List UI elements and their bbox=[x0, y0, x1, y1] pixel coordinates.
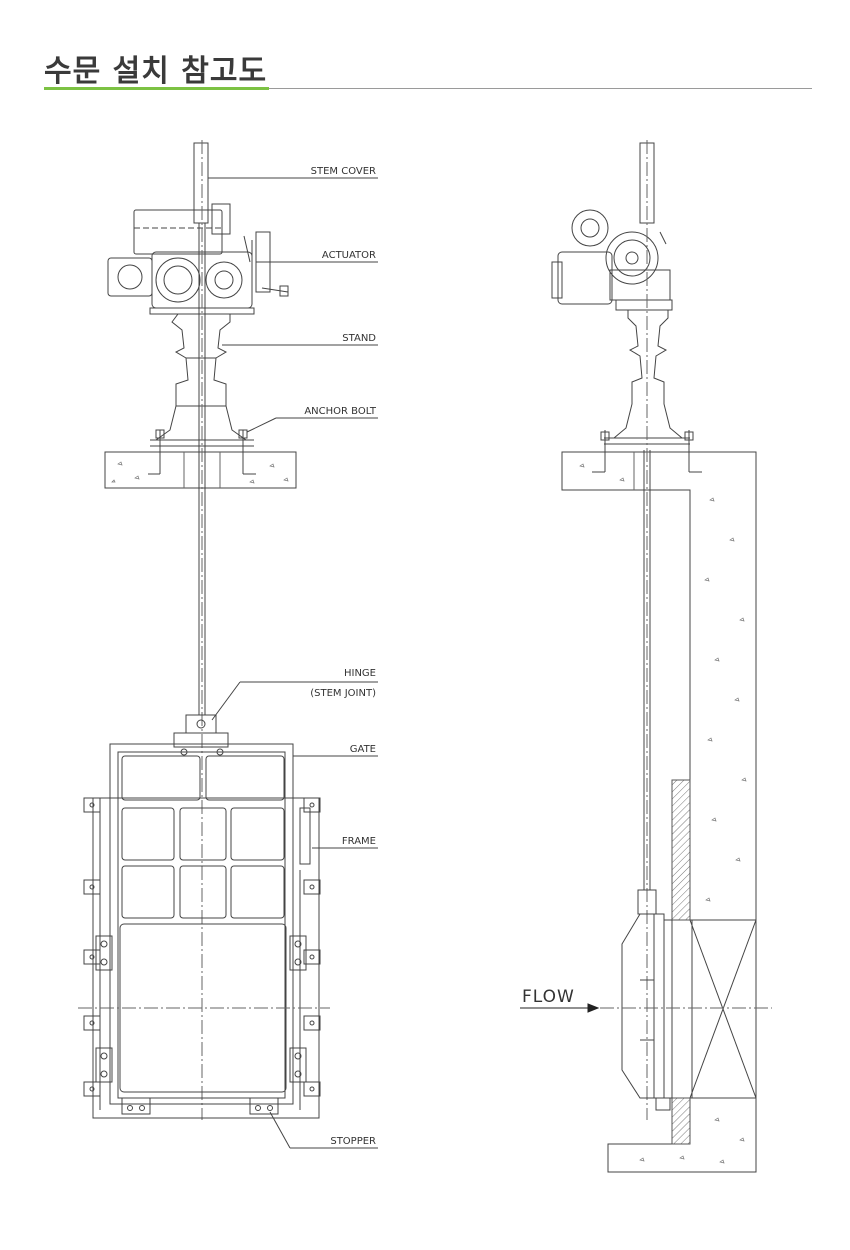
actuator-front bbox=[107, 203, 289, 315]
stem-rod-front bbox=[198, 140, 206, 1120]
concrete-wall-side bbox=[561, 451, 757, 1173]
label-stem-joint: (STEM JOINT) bbox=[310, 688, 376, 699]
seat-hatch-upper bbox=[671, 779, 691, 921]
stem-cover-pipe bbox=[193, 142, 209, 224]
flow-arrow bbox=[520, 1003, 600, 1013]
title-rule bbox=[44, 88, 812, 89]
page-title: 수문 설치 참고도 bbox=[44, 54, 268, 89]
stand-front bbox=[150, 313, 254, 447]
anchor-bolts-side bbox=[592, 430, 702, 473]
label-frame: FRAME bbox=[342, 836, 376, 847]
label-flow: FLOW bbox=[522, 987, 575, 1007]
front-view bbox=[78, 140, 330, 1120]
label-gate: GATE bbox=[350, 744, 376, 755]
side-view bbox=[520, 140, 772, 1173]
seat-hatch-lower bbox=[671, 1097, 691, 1145]
gate-side-profile bbox=[621, 889, 673, 1111]
label-hinge: HINGE bbox=[344, 668, 376, 679]
label-actuator: ACTUATOR bbox=[322, 250, 376, 261]
actuator-side bbox=[551, 209, 673, 311]
label-stopper: STOPPER bbox=[330, 1136, 376, 1147]
label-stand: STAND bbox=[342, 333, 376, 344]
title-accent-bar bbox=[44, 87, 269, 90]
concrete-slab-front bbox=[104, 451, 297, 489]
hinge-front bbox=[173, 714, 229, 756]
label-stem-cover: STEM COVER bbox=[311, 166, 376, 177]
gate-frame-front bbox=[78, 743, 330, 1119]
leader-lines bbox=[208, 177, 378, 1149]
label-anchor-bolt: ANCHOR BOLT bbox=[304, 406, 377, 417]
